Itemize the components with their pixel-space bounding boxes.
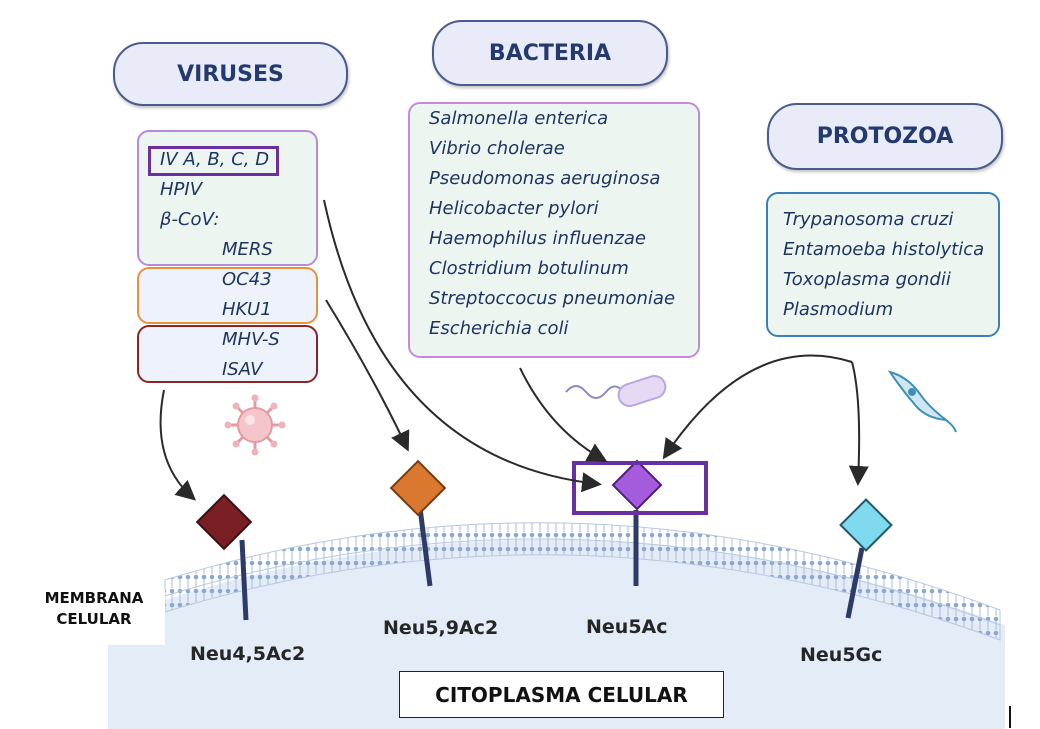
virus-item: MERS xyxy=(222,239,273,260)
bacteria-box xyxy=(408,102,700,358)
bacteria-item: Helicobacter pylori xyxy=(429,198,599,219)
membrane-label-line1: MEMBRANA xyxy=(44,589,144,607)
protozoa-header: PROTOZOA xyxy=(767,103,1003,170)
neu5gc-receptor-stem xyxy=(845,547,865,619)
viruses-header: VIRUSES xyxy=(113,42,348,106)
virus-item: HKU1 xyxy=(222,299,272,320)
bacteria-header: BACTERIA xyxy=(432,20,668,86)
virus-item: ISAV xyxy=(222,359,263,380)
edge-mark xyxy=(1009,706,1011,728)
neu4-receptor-head xyxy=(195,493,253,551)
cytoplasm-region xyxy=(108,539,1005,729)
bacteria-item: Streptoccocus pneumoniae xyxy=(429,288,676,309)
neu5ac-highlight-box xyxy=(572,461,708,515)
protozoa-item: Trypanosoma cruzi xyxy=(783,209,954,230)
virus-box-c xyxy=(137,325,318,383)
arrow-virus-neu59 xyxy=(325,299,410,452)
protozoa-item: Toxoplasma gondii xyxy=(783,269,951,290)
neu4-receptor-stem xyxy=(239,539,249,621)
bacteria-item: Vibrio cholerae xyxy=(429,138,565,159)
virus-list-b: OC43 HKU1 xyxy=(222,265,272,325)
arrow-virus-neu5ac xyxy=(323,199,602,493)
bacterium-illustration xyxy=(565,374,667,408)
bacteria-item: Haemophilus influenzae xyxy=(429,228,647,249)
neu59-receptor-stem xyxy=(417,507,433,587)
arrow-protozoa-neu5ac xyxy=(662,354,853,460)
neu59-receptor-head xyxy=(389,459,447,517)
virus-item: β-CoV: xyxy=(160,209,220,230)
bacteria-item: Salmonella enterica xyxy=(429,108,609,129)
virus-box-a xyxy=(137,130,318,266)
virus-illustration xyxy=(224,394,286,456)
virus-list-c: MHV-S ISAV xyxy=(222,325,280,385)
bacteria-list: Salmonella enterica Vibrio cholerae Pseu… xyxy=(429,104,675,344)
protozoa-box xyxy=(766,192,1000,337)
protozoa-list: Trypanosoma cruzi Entamoeba histolytica … xyxy=(783,205,984,325)
membrane-label-line2: CELULAR xyxy=(56,610,132,628)
virus-item: OC43 xyxy=(222,269,272,290)
virus-box-b xyxy=(137,267,318,324)
arrow-virus-neu4 xyxy=(159,389,196,501)
arrow-protozoa-neu5gc xyxy=(848,361,869,486)
receptor-label-neu5gc: Neu5Gc xyxy=(800,644,883,666)
protozoa-item: Plasmodium xyxy=(783,299,894,320)
protozoa-item: Entamoeba histolytica xyxy=(783,239,985,260)
receptor-label-neu5ac: Neu5Ac xyxy=(586,616,668,638)
virus-item: HPIV xyxy=(160,179,203,200)
receptor-label-neu59: Neu5,9Ac2 xyxy=(383,617,499,639)
iv-highlight-box xyxy=(148,146,279,176)
neu5gc-receptor-head xyxy=(839,498,893,552)
bacteria-item: Clostridium botulinum xyxy=(429,258,629,279)
bacteria-item: Escherichia coli xyxy=(429,318,569,339)
virus-item: IV A, B, C, D xyxy=(160,149,270,170)
protozoa-illustration xyxy=(887,370,957,433)
virus-item: MHV-S xyxy=(222,329,280,350)
membrane-label: MEMBRANA CELULAR xyxy=(30,588,158,630)
neu5ac-receptor-head xyxy=(611,459,663,511)
virus-list-a: IV A, B, C, D HPIV β-CoV: MERS xyxy=(160,145,273,265)
arrow-bacteria-neu5ac xyxy=(519,367,608,462)
receptor-label-neu4: Neu4,5Ac2 xyxy=(190,643,306,665)
cytoplasm-label: CITOPLASMA CELULAR xyxy=(399,671,724,718)
bacteria-item: Pseudomonas aeruginosa xyxy=(429,168,661,189)
cell-membrane xyxy=(164,522,1001,641)
